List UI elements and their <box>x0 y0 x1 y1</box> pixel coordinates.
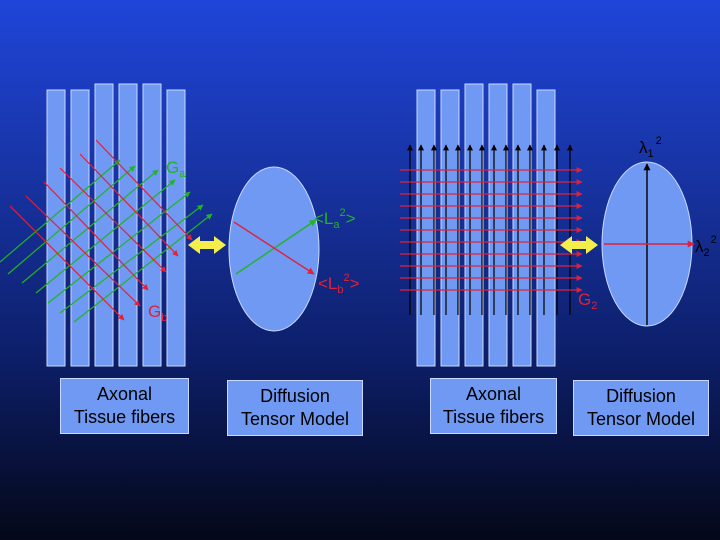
left-transition-arrow <box>188 236 226 254</box>
caption-line: Tissue fibers <box>73 407 176 427</box>
fiber <box>416 89 436 367</box>
caption-line: Diffusion <box>260 386 330 406</box>
red-eigen-arrow <box>233 221 315 275</box>
green-arrow <box>59 204 204 314</box>
gradient-b-label: Gb <box>148 302 167 324</box>
right-model-caption: Diffusion Tensor Model <box>573 380 709 436</box>
fiber <box>118 83 138 367</box>
right-red-horizontal-arrows <box>400 167 583 293</box>
gradient-a-label: Ga <box>166 158 186 180</box>
green-arrow <box>7 165 136 275</box>
fiber <box>166 89 186 367</box>
green-arrow <box>0 159 121 263</box>
caption-line: Axonal <box>96 384 153 404</box>
fiber <box>94 83 114 367</box>
lambda1-label: λ12 <box>639 135 662 160</box>
caption-line: Tensor Model <box>240 409 350 429</box>
green-arrow <box>47 191 191 304</box>
left-model-caption: Diffusion Tensor Model <box>227 380 363 436</box>
green-arrow <box>73 213 213 323</box>
fiber <box>70 89 90 367</box>
fiber <box>536 89 556 367</box>
right-transition-arrow <box>560 236 598 254</box>
caption-line: Diffusion <box>606 386 676 406</box>
fiber <box>142 83 162 367</box>
left-tensor-ellipse <box>228 166 320 332</box>
fiber <box>512 83 532 367</box>
left-fibers-caption: Axonal Tissue fibers <box>60 378 189 434</box>
red-arrow <box>43 181 149 291</box>
gradient-2-label: G2 <box>578 290 597 312</box>
fiber <box>464 83 484 367</box>
red-arrow <box>95 139 193 241</box>
caption-line: Tissue fibers <box>442 407 545 427</box>
tensor-la-label: <La2> <box>314 207 356 231</box>
green-arrow <box>21 169 159 284</box>
red-arrow <box>9 205 125 321</box>
green-eigen-arrow <box>235 219 317 275</box>
caption-line: Tensor Model <box>586 409 696 429</box>
fiber <box>46 89 66 367</box>
left-red-gradient-arrows <box>9 139 193 321</box>
red-arrow <box>59 167 167 273</box>
right-fibers-caption: Axonal Tissue fibers <box>430 378 557 434</box>
right-fiber-bundle <box>416 83 556 367</box>
right-tensor-ellipse <box>601 161 695 327</box>
red-arrow <box>25 195 141 307</box>
fiber <box>440 89 460 367</box>
red-arrow <box>79 153 179 257</box>
caption-line: Axonal <box>465 384 522 404</box>
lambda2-label: λ22 <box>695 234 717 259</box>
tensor-lb-label: <Lb2> <box>318 272 360 296</box>
fiber <box>488 83 508 367</box>
